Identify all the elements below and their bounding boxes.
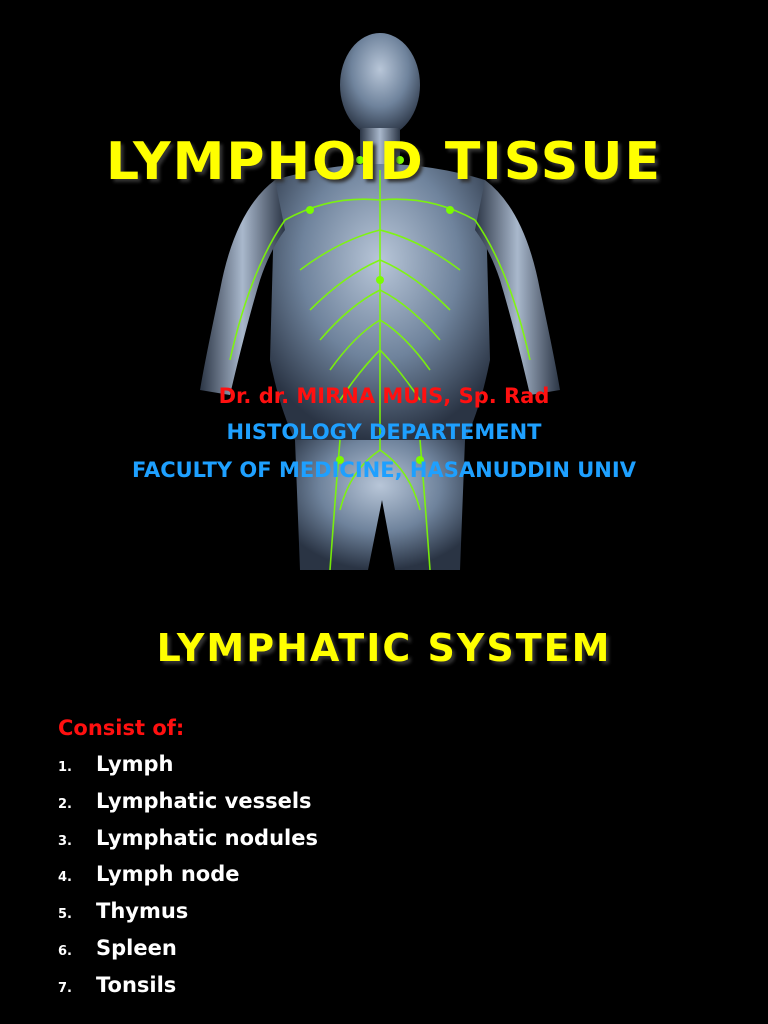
list-item-label: Lymph node	[96, 862, 240, 887]
slide-2: LYMPHATIC SYSTEM Consist of: 1. Lymph 2.…	[0, 580, 768, 1024]
list-item-label: Spleen	[96, 935, 177, 960]
list-item-label: Tonsils	[96, 972, 177, 997]
list-item: 5. Thymus	[58, 899, 318, 936]
list-item: 6. Spleen	[58, 936, 318, 973]
list-item: 2. Lymphatic vessels	[58, 789, 318, 826]
list-item-number: 4.	[58, 870, 72, 886]
slide-1: LYMPHOID TISSUE Dr. dr. MIRNA MUIS, Sp. …	[105, 30, 663, 570]
components-list: 1. Lymph 2. Lymphatic vessels 3. Lymphat…	[58, 752, 318, 1010]
list-item-label: Lymphatic vessels	[96, 788, 312, 813]
list-item: 7. Tonsils	[58, 973, 318, 1010]
list-item-number: 2.	[58, 796, 72, 812]
body-figure-svg	[200, 33, 560, 570]
list-item-number: 6.	[58, 943, 72, 959]
list-item-number: 1.	[58, 760, 72, 775]
list-item-label: Lymph	[96, 752, 174, 776]
list-item-label: Thymus	[96, 899, 189, 924]
department-name: HISTOLOGY DEPARTEMENT	[226, 420, 542, 444]
list-item-label: Lymphatic nodules	[96, 825, 318, 850]
list-intro: Consist of:	[58, 716, 185, 740]
list-item-number: 7.	[58, 980, 72, 996]
slide-title: LYMPHATIC SYSTEM	[156, 626, 612, 670]
author-name: Dr. dr. MIRNA MUIS, Sp. Rad	[218, 384, 550, 408]
faculty-name: FACULTY OF MEDICINE, HASANUDDIN UNIV	[132, 458, 636, 482]
list-item: 4. Lymph node	[58, 862, 318, 899]
presentation-title: LYMPHOID TISSUE	[105, 132, 663, 192]
list-item-number: 5.	[58, 907, 72, 923]
list-item: 1. Lymph	[58, 752, 318, 789]
list-item-number: 3.	[58, 833, 72, 849]
human-body-lymphatic-illustration	[190, 30, 570, 570]
list-item: 3. Lymphatic nodules	[58, 826, 318, 863]
